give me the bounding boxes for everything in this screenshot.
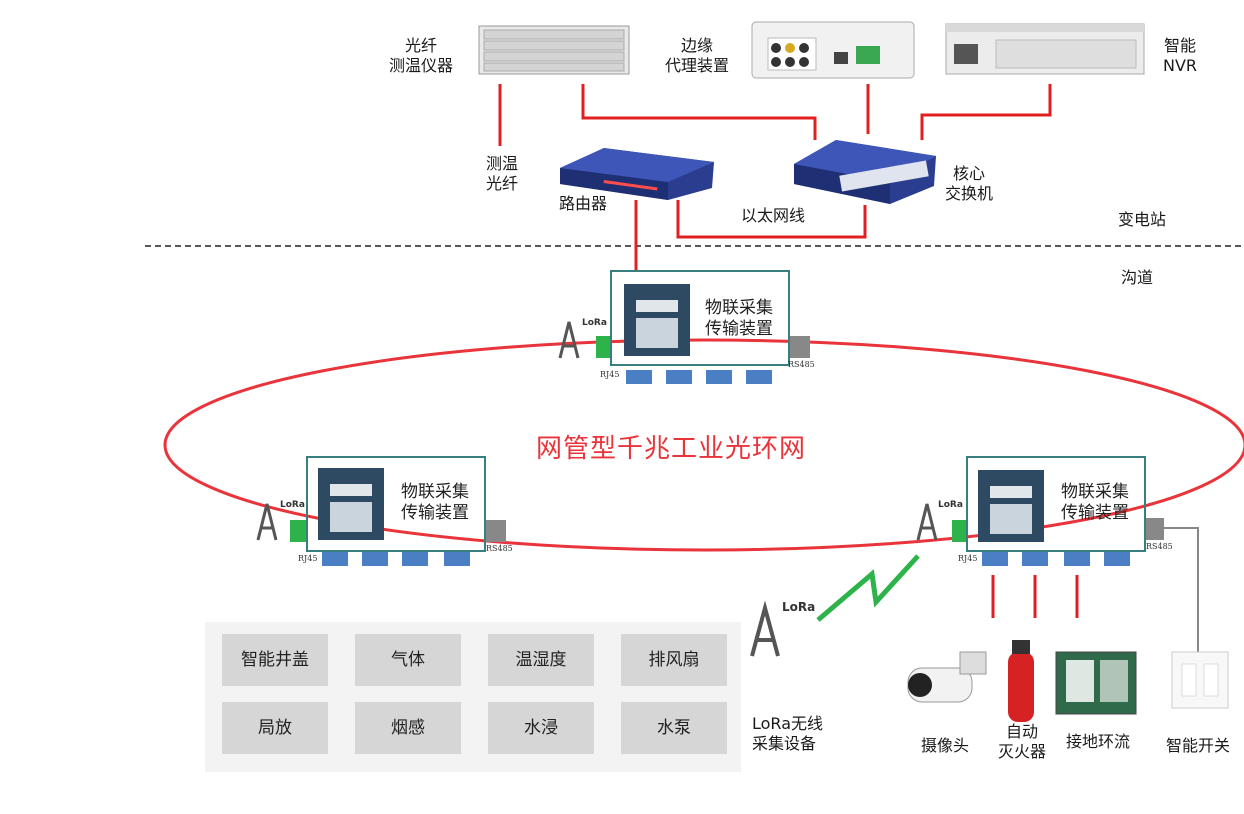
label-edge-agent: 边缘代理装置 xyxy=(664,36,729,75)
zone-substation: 变电站 xyxy=(1117,210,1166,229)
label-ethernet: 以太网线 xyxy=(740,206,805,225)
lora-sensor-panel: 智能井盖 气体 温湿度 排风扇 局放 烟感 水浸 水泵 xyxy=(205,622,741,772)
node-cabinet-left xyxy=(318,468,384,540)
label-fiber-meter: 光纤测温仪器 xyxy=(388,36,453,75)
label-grounding: 接地环流 xyxy=(1065,732,1130,751)
sensor-exhaust-fan: 排风扇 xyxy=(621,634,727,686)
label-smart-switch: 智能开关 xyxy=(1165,736,1230,755)
rs485-link xyxy=(1160,527,1199,652)
rj45-label-top: RJ45 xyxy=(600,370,620,379)
rs485-label-left: RS485 xyxy=(486,544,513,553)
sensor-temp-humidity: 温湿度 xyxy=(488,634,594,686)
sensor-partial-discharge: 局放 xyxy=(222,702,328,754)
rj45-label-left: RJ45 xyxy=(298,554,318,563)
camera-device xyxy=(907,651,987,703)
lora-tower-left xyxy=(256,503,278,541)
substation-links xyxy=(498,84,1052,270)
label-extinguisher: 自动灭火器 xyxy=(997,722,1046,761)
ports-right xyxy=(952,518,1164,566)
node-box-top xyxy=(610,270,790,366)
label-lora-device: LoRa无线采集设备 xyxy=(752,714,823,753)
extinguisher-device xyxy=(1008,640,1034,722)
label-temp-fiber: 测温光纤 xyxy=(485,154,518,193)
rs485-label-right: RS485 xyxy=(1146,542,1173,551)
lora-badge-wireless: LoRa xyxy=(782,600,816,614)
label-router: 路由器 xyxy=(558,194,607,213)
core-switch-device xyxy=(794,140,936,204)
sensor-water-leak: 水浸 xyxy=(488,702,594,754)
node-label-right: 物联采集传输装置 xyxy=(1061,482,1129,523)
lora-badge-top: LoRa xyxy=(582,318,607,328)
lora-badge-right: LoRa xyxy=(938,500,963,510)
node-box-left xyxy=(306,456,486,552)
ports-top xyxy=(596,336,810,384)
node-label-top: 物联采集传输装置 xyxy=(705,298,773,339)
grounding-device xyxy=(1055,651,1137,715)
label-core-switch: 核心交换机 xyxy=(944,164,993,203)
sensor-smoke: 烟感 xyxy=(355,702,461,754)
smart-switch-device xyxy=(1171,651,1229,709)
zone-trench: 沟道 xyxy=(1120,268,1153,287)
rj45-label-right: RJ45 xyxy=(958,554,978,563)
lora-tower-wireless xyxy=(750,600,780,657)
sensor-manhole-cover: 智能井盖 xyxy=(222,634,328,686)
node-cabinet-top xyxy=(624,284,690,356)
lora-badge-left: LoRa xyxy=(280,500,305,510)
nvr-device xyxy=(945,23,1145,75)
lora-tower-right xyxy=(916,503,938,541)
sensor-gas: 气体 xyxy=(355,634,461,686)
node-cabinet-right xyxy=(978,470,1044,542)
wireless-link xyxy=(816,554,920,622)
edge-agent-device xyxy=(751,21,915,79)
label-camera: 摄像头 xyxy=(920,736,969,755)
sensor-water-pump: 水泵 xyxy=(621,702,727,754)
endpoint-links xyxy=(991,575,1079,618)
lora-tower-top xyxy=(558,321,580,359)
node-box-right xyxy=(966,456,1146,552)
router-device xyxy=(560,148,714,200)
ring-title: 网管型千兆工业光环网 xyxy=(536,434,807,464)
node-label-left: 物联采集传输装置 xyxy=(401,482,469,523)
fiber-ring xyxy=(163,338,1244,552)
ports-left xyxy=(290,520,506,566)
rs485-label-top: RS485 xyxy=(788,360,815,369)
fiber-meter-device xyxy=(478,25,630,75)
